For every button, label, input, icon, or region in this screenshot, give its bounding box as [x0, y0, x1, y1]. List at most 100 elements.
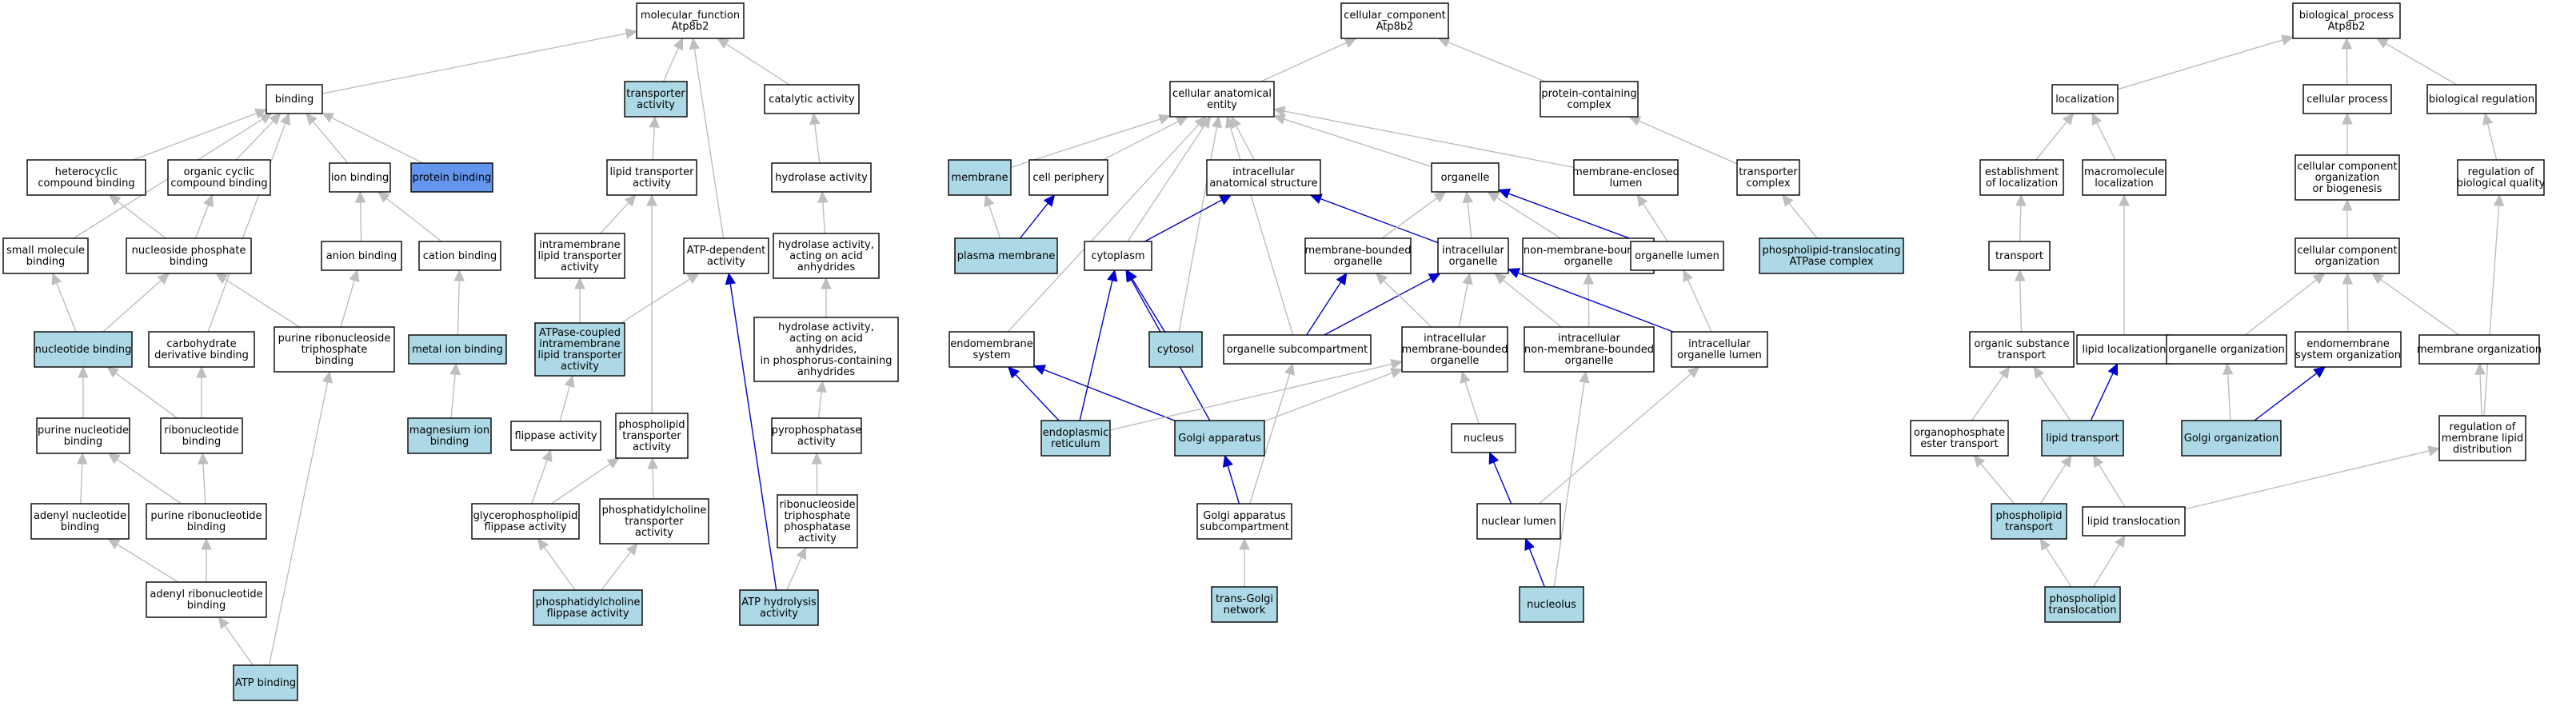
arrowhead-icon	[1583, 272, 1595, 285]
node-cation-binding[interactable]: cation binding	[418, 241, 501, 271]
node-box	[2082, 506, 2186, 536]
node-organelle[interactable]: organelle	[1431, 162, 1500, 193]
edge-phospholipid_transporter-to-lipid_transporter	[646, 193, 657, 413]
node-atp-binding[interactable]: ATP binding	[233, 664, 298, 701]
node-localization[interactable]: localization	[2051, 84, 2119, 114]
node-transport[interactable]: transport	[1988, 241, 2051, 271]
arrowhead-icon	[816, 380, 827, 393]
node-cytosol[interactable]: cytosol	[1148, 331, 1203, 368]
node-lipid-localization[interactable]: lipid localization	[2076, 334, 2172, 365]
node-golgi-organization[interactable]: Golgi organization	[2181, 420, 2282, 457]
node-box	[26, 159, 146, 196]
node-metal-ion[interactable]: metal ion binding	[408, 334, 507, 365]
node-biological-regulation[interactable]: biological regulation	[2426, 84, 2537, 114]
edge-golgi_organization-to-endomembrane_organization	[2254, 366, 2326, 421]
edge-nucleolus-to-nuclear_lumen	[1524, 537, 1545, 588]
node-cytoplasm[interactable]: cytoplasm	[1084, 241, 1152, 271]
node-anion-binding[interactable]: anion binding	[321, 241, 402, 271]
node-hydrolase[interactable]: hydrolase activity	[771, 162, 872, 193]
node-membrane[interactable]: membrane	[948, 159, 1012, 196]
node-nucleus[interactable]: nucleus	[1451, 423, 1516, 453]
edge-anion_binding-to-ion_binding	[354, 190, 366, 242]
node-membrane-organization[interactable]: membrane organization	[2417, 334, 2542, 365]
edge-line	[1448, 42, 1546, 82]
node-nucleotide-binding[interactable]: nucleotide binding	[34, 331, 133, 368]
node-cellular-process[interactable]: cellular process	[2302, 84, 2392, 114]
arrowhead-icon	[2341, 37, 2353, 50]
node-nuclear-lumen[interactable]: nuclear lumen	[1476, 503, 1561, 540]
node-organelle-lumen[interactable]: organelle lumen	[1630, 241, 1724, 271]
node-cell-periphery[interactable]: cell periphery	[1028, 159, 1108, 196]
node-lipid-transport[interactable]: lipid transport	[2041, 420, 2124, 457]
node-organelle-subcompartment[interactable]: organelle subcompartment	[1223, 334, 1372, 365]
node-golgi[interactable]: Golgi apparatus	[1174, 420, 1265, 457]
node-catalytic[interactable]: catalytic activity	[764, 84, 860, 114]
node-organelle-organization[interactable]: organelle organization	[2166, 334, 2287, 365]
node-box	[2294, 154, 2400, 201]
node-protein-binding[interactable]: protein binding	[410, 162, 493, 193]
node-plasma-membrane[interactable]: plasma membrane	[954, 237, 1058, 274]
edge-metal_ion-to-cation_binding	[453, 269, 465, 336]
node-nucleolus[interactable]: nucleolus	[1519, 586, 1584, 623]
node-flippase[interactable]: flippase activity	[510, 421, 601, 451]
node-ion-binding[interactable]: ion binding	[329, 162, 391, 193]
node-binding[interactable]: binding	[266, 84, 323, 114]
node-lipid-translocation[interactable]: lipid translocation	[2082, 506, 2186, 536]
